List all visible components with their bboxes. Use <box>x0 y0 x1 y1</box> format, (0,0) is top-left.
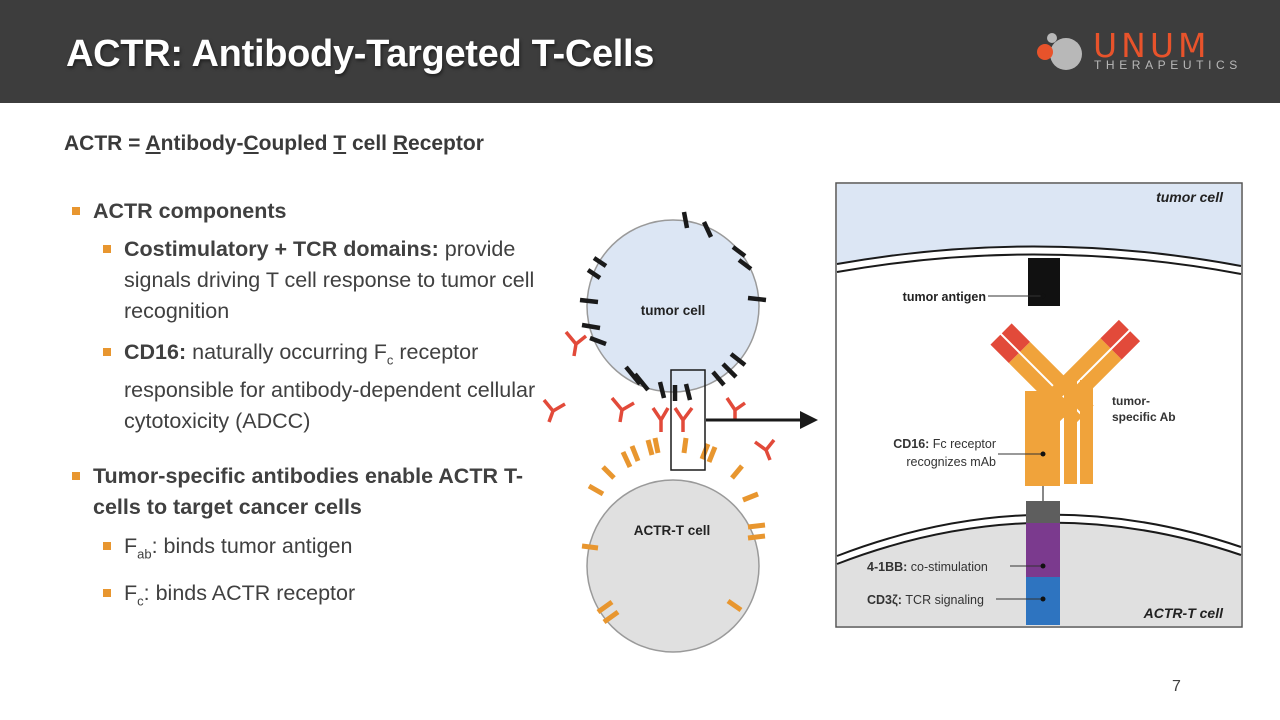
page-number: 7 <box>1172 678 1181 695</box>
tumor-antigen-block <box>1028 258 1060 306</box>
bullet-actr-components: ACTR components <box>70 196 540 227</box>
free-antibodies <box>542 330 776 461</box>
company-logo: UNUM THERAPEUTICS <box>1030 26 1260 78</box>
zoom-region-box <box>670 369 706 471</box>
bullet-square-icon <box>103 245 111 253</box>
costim-label: 4-1BB: co-stimulation <box>867 560 988 574</box>
cd16-label-line1: CD16: Fc receptor <box>893 437 996 451</box>
bullet-list: ACTR components Costimulatory + TCR doma… <box>70 196 540 616</box>
bullet-costim-domains: Costimulatory + TCR domains: provide sig… <box>70 234 540 327</box>
antibody-label-line1: tumor- <box>1112 394 1150 408</box>
logo-name: UNUM <box>1093 26 1211 65</box>
bullet-tumor-antibodies: Tumor-specific antibodies enable ACTR T-… <box>70 461 533 523</box>
antibody-label-line2: specific Ab <box>1112 410 1176 424</box>
inset-tumor-membrane-inner <box>836 253 1242 275</box>
actr-receptors <box>581 437 766 625</box>
bullet-square-icon <box>72 472 80 481</box>
label-leaders <box>988 293 1046 602</box>
cd16-label-line2: recognizes mAb <box>906 455 996 469</box>
bullet-square-icon <box>103 542 111 551</box>
bullet-square-icon <box>72 207 80 215</box>
inset-tumor-label: tumor cell <box>1156 189 1224 205</box>
acronym-definition: ACTR = Antibody-Coupled T cell Receptor <box>64 132 484 155</box>
bullet-fab: Fab: binds tumor antigen <box>70 531 540 569</box>
inset-tumor-membrane-outer <box>836 245 1242 267</box>
tumor-cell-label: tumor cell <box>641 303 706 318</box>
inset-actr-label: ACTR-T cell <box>1143 605 1224 621</box>
logo-subtitle: THERAPEUTICS <box>1094 58 1242 72</box>
logo-mark-icon <box>1037 33 1082 70</box>
tumor-antigens <box>579 211 767 401</box>
cd3-label: CD3ζ: TCR signaling <box>867 593 984 607</box>
bullet-square-icon <box>103 588 111 597</box>
zoom-arrow-head-icon <box>800 411 818 429</box>
actr-cell-label: ACTR-T cell <box>634 523 711 538</box>
bullet-square-icon <box>103 348 111 356</box>
title-bar: ACTR: Antibody-Targeted T-Cells UNUM THE… <box>0 0 1280 103</box>
actr-t-cell-body <box>586 479 760 653</box>
inset-border <box>835 182 1243 628</box>
inset-tumor-membrane-fill <box>837 184 1241 266</box>
4-1bb-domain <box>1026 523 1060 577</box>
inset-panel: tumor cell ACTR-T cell tumor antigen tum… <box>835 182 1243 628</box>
tumor-antigen-label: tumor antigen <box>903 290 986 304</box>
transmembrane-domain <box>1026 501 1060 523</box>
bullet-fc: Fc: binds ACTR receptor <box>70 578 540 616</box>
slide-title: ACTR: Antibody-Targeted T-Cells <box>66 33 655 75</box>
bullet-cd16: CD16: naturally occurring Fc receptor re… <box>70 337 540 437</box>
cd16-fc-receptor <box>1025 391 1060 486</box>
